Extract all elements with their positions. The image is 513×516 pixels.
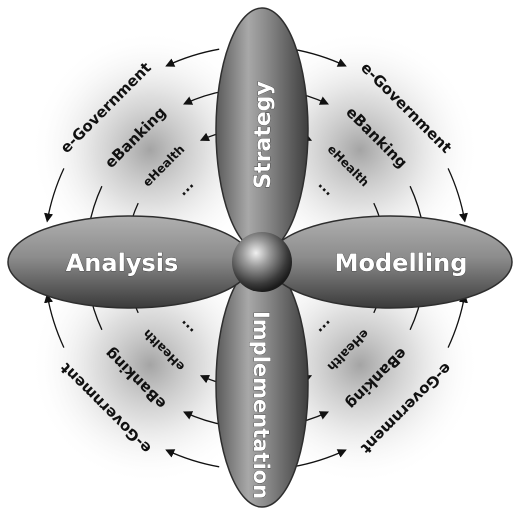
arrow-outer-tr-b	[447, 168, 468, 223]
label-analysis: Analysis	[66, 249, 179, 277]
petals	[7, 7, 513, 508]
arrow-outer-tl-b	[44, 168, 65, 223]
label-strategy: Strategy	[251, 81, 276, 189]
label-modelling: Modelling	[335, 249, 468, 277]
label-implementation: Implementation	[249, 311, 273, 499]
arrow-outer-bl-a	[165, 449, 220, 468]
arrow-outer-tl-a	[165, 48, 220, 67]
center-sphere	[232, 232, 292, 292]
